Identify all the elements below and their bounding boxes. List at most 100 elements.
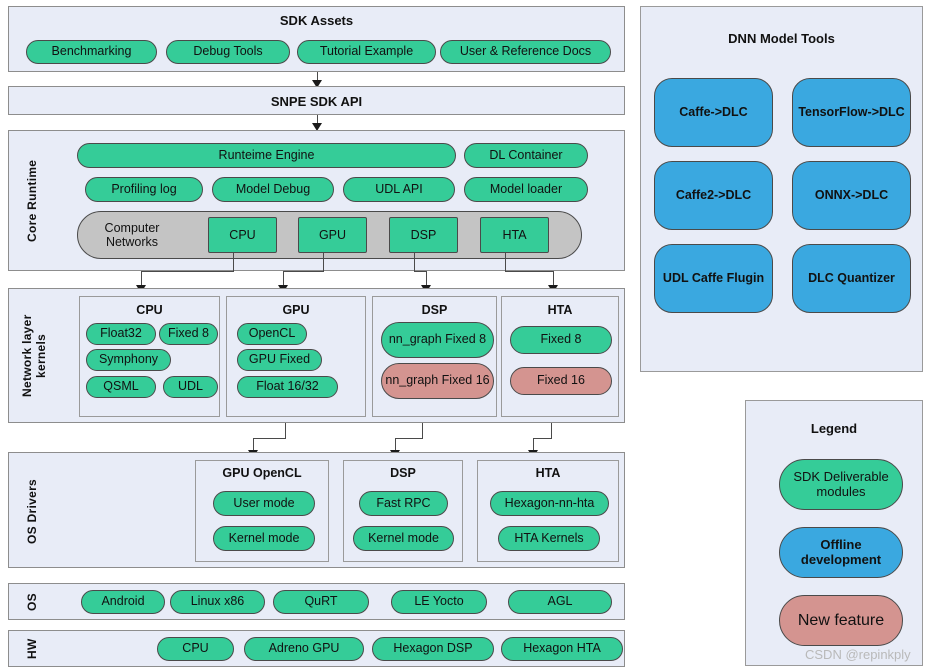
dnn-tool-caffe-to-dlc[interactable]: Caffe->DLC [654,78,773,147]
pill-label: Hexagon HTA [523,641,601,656]
connector-gpu-runtime-drop [283,271,284,287]
kernel-dsp-nngraph-fixed8[interactable]: nn_graph Fixed 8 [381,322,494,358]
kernel-cpu-symphony[interactable]: Symphony [86,349,171,371]
connector-hta-kernel-stem [551,423,552,439]
kernel-hta-fixed16[interactable]: Fixed 16 [510,367,612,395]
pill-label: Fixed 16 [537,373,585,388]
arrowhead-sdk-to-api [312,80,322,88]
core-runtime-runtime-engine[interactable]: Runteime Engine [77,143,456,168]
driver-dsp-kernel-mode[interactable]: Kernel mode [353,526,454,551]
pill-label: GPU Fixed [248,352,311,367]
sdk-asset-benchmarking[interactable]: Benchmarking [26,40,157,64]
kernel-group-dsp-title: DSP [421,303,448,317]
kernel-cpu-qsml[interactable]: QSML [86,376,156,398]
os-section: OS Android Linux x86 QuRT LE Yocto AGL [8,583,625,620]
os-item-android[interactable]: Android [81,590,165,614]
connector-hta-runtime-elbow [505,271,553,272]
kernel-cpu-udl[interactable]: UDL [163,376,218,398]
connector-cpu-runtime-elbow [141,271,234,272]
connector-cpu-runtime-stem [233,252,234,272]
kernel-group-hta: HTA Fixed 8 Fixed 16 [501,296,619,417]
pill-label: Fast RPC [376,495,431,510]
sdk-asset-debug-tools[interactable]: Debug Tools [166,40,290,64]
pill-label: Android [101,594,145,609]
os-item-agl[interactable]: AGL [508,590,612,614]
os-item-qurt[interactable]: QuRT [273,590,369,614]
dnn-model-tools-panel: DNN Model Tools Caffe->DLC TensorFlow->D… [640,6,923,372]
sdk-asset-label: Tutorial Example [319,44,414,59]
core-runtime-label: Core Runtime [25,159,40,243]
sdk-assets-section: SDK Assets Benchmarking Debug Tools Tuto… [8,6,625,72]
sdk-asset-label: Benchmarking [51,44,132,59]
dnn-tool-udl-caffe-flugin[interactable]: UDL Caffe Flugin [654,244,773,313]
pill-label: User mode [233,495,295,510]
driver-hta-kernels[interactable]: HTA Kernels [498,526,600,551]
legend-label: SDK Deliverable modules [793,469,889,499]
os-item-linux-x86[interactable]: Linux x86 [170,590,265,614]
pill-label: Kernel mode [228,530,300,545]
driver-group-hta-title: HTA [535,466,561,480]
pill-label: HTA Kernels [514,530,584,545]
os-item-le-yocto[interactable]: LE Yocto [391,590,487,614]
computer-networks-label: Computer Networks [104,220,160,249]
hw-item-adreno-gpu[interactable]: Adreno GPU [244,637,364,661]
pill-label: DL Container [489,147,563,162]
kernel-cpu-float32[interactable]: Float32 [86,323,156,345]
pill-label: Float 16/32 [256,379,319,394]
kernel-gpu-fixed[interactable]: GPU Fixed [237,349,322,371]
pill-label: Fixed 8 [540,332,582,347]
hw-item-hexagon-hta[interactable]: Hexagon HTA [501,637,623,661]
pill-label: OpenCL [248,326,296,341]
driver-group-gpu-opencl: GPU OpenCL User mode Kernel mode [195,460,329,562]
pill-label: UDL Caffe Flugin [662,270,765,285]
legend-panel: Legend SDK Deliverable modules Offline d… [745,400,923,666]
pill-label: LE Yocto [414,594,464,609]
sdk-asset-user-reference-docs[interactable]: User & Reference Docs [440,40,611,64]
connector-dsp-kernel-drop [395,438,396,452]
dnn-tool-tensorflow-to-dlc[interactable]: TensorFlow->DLC [792,78,911,147]
dnn-tool-onnx-to-dlc[interactable]: ONNX->DLC [792,161,911,230]
connector-hta-runtime-stem [505,252,506,272]
legend-item-offline-development: Offline development [779,527,903,578]
watermark: CSDN @repinkply [805,647,911,662]
dnn-tool-dlc-quantizer[interactable]: DLC Quantizer [792,244,911,313]
unit-label: HTA [502,228,527,242]
runtime-unit-cpu[interactable]: CPU [208,217,277,253]
runtime-unit-gpu[interactable]: GPU [298,217,367,253]
connector-gpu-kernel-stem [285,423,286,439]
legend-item-sdk-deliverable-modules: SDK Deliverable modules [779,459,903,510]
driver-gpu-kernel-mode[interactable]: Kernel mode [213,526,315,551]
connector-hta-kernel-elbow [533,438,552,439]
sdk-asset-tutorial-example[interactable]: Tutorial Example [297,40,436,64]
pill-label: Runteime Engine [218,147,315,162]
kernel-group-gpu-title: GPU [282,303,310,317]
runtime-unit-hta[interactable]: HTA [480,217,549,253]
kernel-gpu-opencl[interactable]: OpenCL [237,323,307,345]
core-runtime-udl-api[interactable]: UDL API [343,177,455,202]
pill-label: nn_graph Fixed 8 [388,332,487,347]
core-runtime-model-debug[interactable]: Model Debug [212,177,334,202]
connector-dsp-kernel-elbow [395,438,423,439]
kernel-group-cpu: CPU Float32 Fixed 8 Symphony QSML UDL [79,296,220,417]
driver-gpu-user-mode[interactable]: User mode [213,491,315,516]
core-runtime-section: Core Runtime Runteime Engine DL Containe… [8,130,625,271]
legend-label: New feature [797,611,885,629]
core-runtime-model-loader[interactable]: Model loader [464,177,588,202]
connector-dsp-runtime-stem [414,252,415,272]
connector-api-to-core [317,115,318,127]
hw-item-hexagon-dsp[interactable]: Hexagon DSP [372,637,494,661]
sdk-asset-label: Debug Tools [193,44,263,59]
dnn-tool-caffe2-to-dlc[interactable]: Caffe2->DLC [654,161,773,230]
kernel-cpu-fixed8[interactable]: Fixed 8 [159,323,218,345]
driver-dsp-fast-rpc[interactable]: Fast RPC [359,491,448,516]
kernel-dsp-nngraph-fixed16[interactable]: nn_graph Fixed 16 [381,363,494,399]
core-runtime-dl-container[interactable]: DL Container [464,143,588,168]
hw-item-cpu[interactable]: CPU [157,637,234,661]
kernel-gpu-float-16-32[interactable]: Float 16/32 [237,376,338,398]
core-runtime-profiling-log[interactable]: Profiling log [85,177,203,202]
runtime-unit-dsp[interactable]: DSP [389,217,458,253]
pill-label: Fixed 8 [168,326,209,341]
kernel-hta-fixed8[interactable]: Fixed 8 [510,326,612,354]
sdk-asset-label: User & Reference Docs [459,44,592,59]
driver-hta-hexagon-nn-hta[interactable]: Hexagon-nn-hta [490,491,609,516]
